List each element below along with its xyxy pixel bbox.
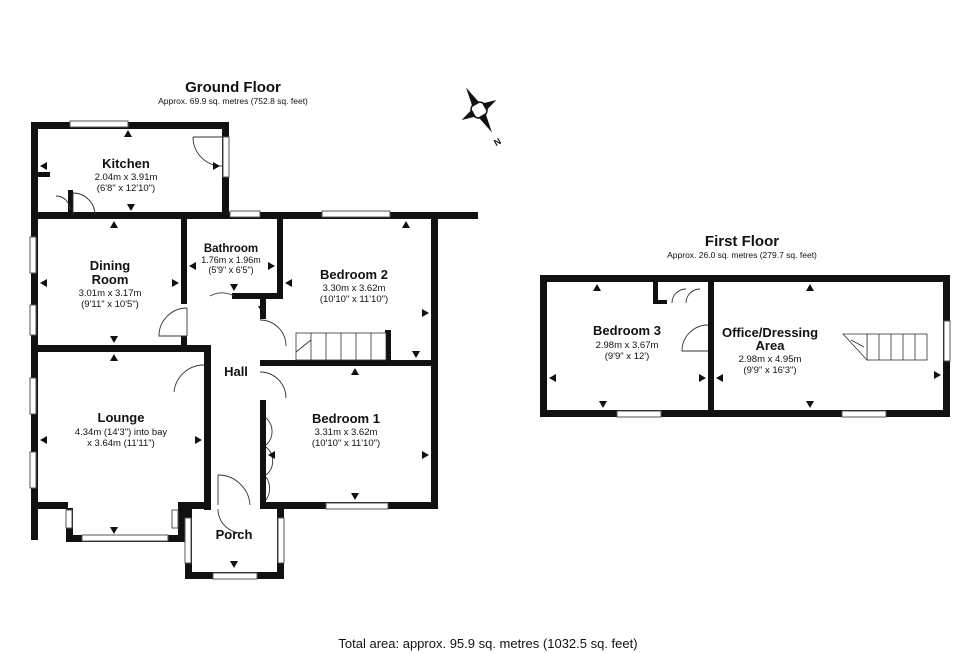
first-floor-stairs — [842, 333, 928, 362]
bedroom-1-label: Bedroom 1 — [312, 411, 380, 426]
bedroom-3-dim-metric: 2.98m x 3.67m — [596, 340, 659, 351]
bedroom-3-label: Bedroom 3 — [593, 323, 661, 338]
bathroom-room: Bathroom 1.76m x 1.96m (5'9" x 6'5") — [201, 243, 261, 275]
ground-floor-title: Ground Floor — [185, 79, 281, 96]
bathroom-dim-imperial: (5'9" x 6'5") — [208, 265, 253, 275]
ground-floor-doors — [55, 136, 287, 534]
bathroom-dim-metric: 1.76m x 1.96m — [201, 255, 261, 265]
ground-floor-markers — [40, 130, 429, 568]
bedroom-2-room: Bedroom 2 3.30m x 3.62m (10'10" x 11'10"… — [320, 267, 388, 305]
bathroom-label: Bathroom — [204, 243, 258, 255]
kitchen-dim-metric: 2.04m x 3.91m — [95, 172, 158, 183]
hall-room: Hall — [224, 364, 248, 379]
kitchen-dim-imperial: (6'8" x 12'10") — [97, 183, 155, 194]
dining-label-line1: Dining — [90, 258, 130, 273]
bedroom-3-room: Bedroom 3 2.98m x 3.67m (9'9" x 12') — [593, 323, 661, 362]
bedroom-2-label: Bedroom 2 — [320, 267, 388, 282]
kitchen-label: Kitchen — [102, 156, 150, 171]
ground-floor-windows — [29, 120, 391, 580]
compass-icon: N — [461, 87, 503, 148]
first-floor-doors — [671, 288, 709, 352]
porch-label: Porch — [216, 527, 253, 542]
dining-dim-imperial: (9'11" x 10'5") — [81, 299, 139, 310]
hall-label: Hall — [224, 364, 248, 379]
bedroom-2-dim-imperial: (10'10" x 11'10") — [320, 294, 388, 305]
lounge-label: Lounge — [98, 410, 145, 425]
lounge-dim-line2: x 3.64m (11'11") — [87, 438, 155, 449]
ground-floor-plan: Ground Floor Approx. 69.9 sq. metres (75… — [29, 79, 478, 580]
lounge-dim-line1: 4.34m (14'3") into bay — [75, 427, 168, 438]
porch-room: Porch — [216, 527, 253, 542]
bedroom-1-room: Bedroom 1 3.31m x 3.62m (10'10" x 11'10"… — [312, 411, 380, 449]
office-label-line2: Area — [756, 338, 786, 353]
first-floor-area: Approx. 26.0 sq. metres (279.7 sq. feet) — [667, 250, 817, 260]
total-area: Total area: approx. 95.9 sq. metres (103… — [338, 636, 637, 651]
first-floor-title: First Floor — [705, 233, 779, 250]
first-floor-windows — [616, 320, 951, 418]
office-dim-metric: 2.98m x 4.95m — [739, 354, 802, 365]
first-floor-plan: First Floor Approx. 26.0 sq. metres (279… — [540, 233, 951, 418]
first-floor-markers — [549, 284, 941, 408]
compass-north-label: N — [492, 136, 503, 148]
ground-floor-area: Approx. 69.9 sq. metres (752.8 sq. feet) — [158, 96, 308, 106]
bedroom-3-dim-imperial: (9'9" x 12') — [605, 351, 650, 362]
dining-dim-metric: 3.01m x 3.17m — [79, 288, 142, 299]
office-dressing-area-room: Office/Dressing Area 2.98m x 4.95m (9'9"… — [722, 325, 818, 376]
bedroom-1-dim-imperial: (10'10" x 11'10") — [312, 438, 380, 449]
lounge-room: Lounge 4.34m (14'3") into bay x 3.64m (1… — [75, 410, 168, 449]
dining-label-line2: Room — [92, 272, 129, 287]
bedroom-2-dim-metric: 3.30m x 3.62m — [323, 283, 386, 294]
bedroom-1-dim-metric: 3.31m x 3.62m — [315, 427, 378, 438]
office-dim-imperial: (9'9" x 16'3") — [743, 365, 796, 376]
ground-floor-stairs — [295, 332, 387, 361]
kitchen-room: Kitchen 2.04m x 3.91m (6'8" x 12'10") — [95, 156, 158, 194]
dining-room: Dining Room 3.01m x 3.17m (9'11" x 10'5"… — [79, 258, 142, 310]
office-label-line1: Office/Dressing — [722, 325, 818, 340]
